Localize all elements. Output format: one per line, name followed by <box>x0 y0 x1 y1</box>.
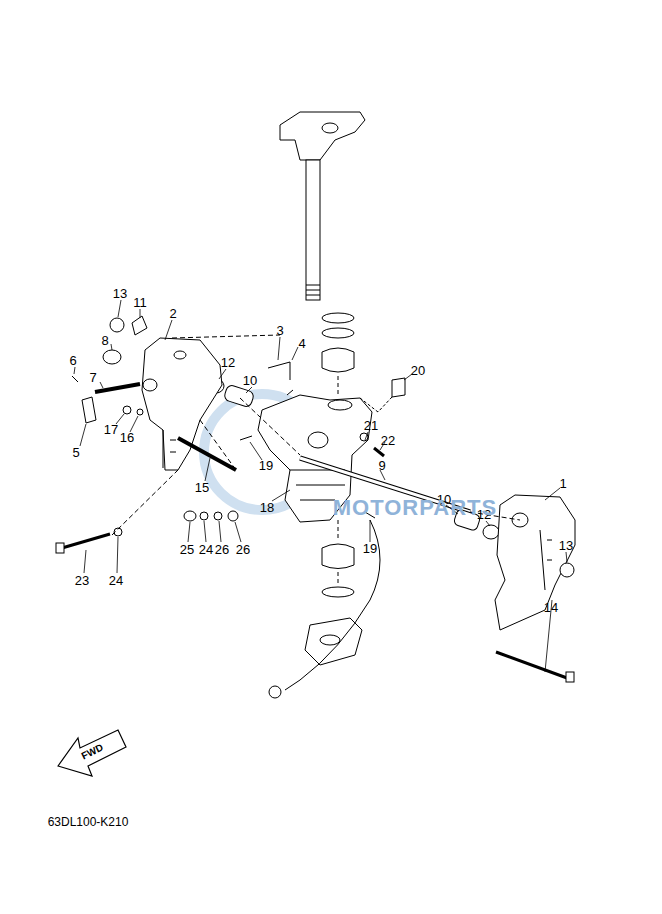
callout-number: 5 <box>72 446 79 459</box>
callout-number: 11 <box>133 296 147 309</box>
callout-number: 19 <box>363 542 377 555</box>
callout-number: 3 <box>276 324 283 337</box>
callout-number: 14 <box>544 601 558 614</box>
callout-number: 9 <box>378 459 385 472</box>
callout-number: 16 <box>120 431 134 444</box>
callout-number: 13 <box>559 539 573 552</box>
callout-number: 26 <box>236 543 250 556</box>
callout-number: 21 <box>364 419 378 432</box>
callout-number: 4 <box>298 337 305 350</box>
callout-number: 18 <box>260 501 274 514</box>
diagram-code: 63DL100-K210 <box>48 816 129 828</box>
callout-number: 17 <box>104 423 118 436</box>
callout-number: 6 <box>69 354 76 367</box>
callout-number: 24 <box>199 543 213 556</box>
callout-number: 25 <box>180 543 194 556</box>
callout-number: 7 <box>89 371 96 384</box>
callout-number: 8 <box>101 334 108 347</box>
callout-number: 22 <box>381 434 395 447</box>
callout-number: 23 <box>75 574 89 587</box>
callout-number: 20 <box>411 364 425 377</box>
callout-number: 15 <box>195 481 209 494</box>
callout-number: 26 <box>215 543 229 556</box>
callout-number: 1 <box>559 477 566 490</box>
callout-number: 12 <box>221 356 235 369</box>
callout-number: 2 <box>169 307 176 320</box>
callout-number: 10 <box>243 374 257 387</box>
callout-number: 24 <box>109 574 123 587</box>
callout-number: 13 <box>113 287 127 300</box>
callout-number: 19 <box>259 459 273 472</box>
watermark: MOTORPARTS <box>333 497 497 519</box>
